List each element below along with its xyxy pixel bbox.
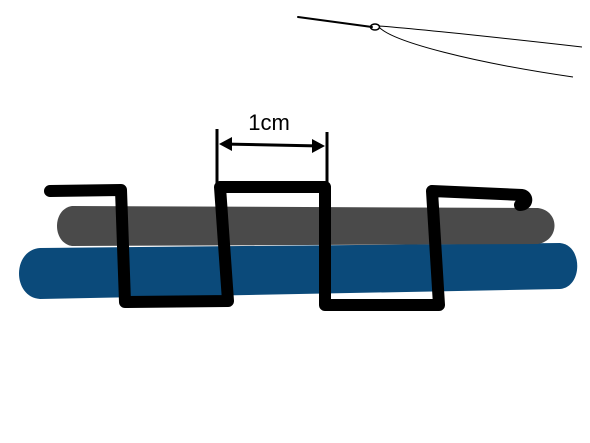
needle-thread-group	[297, 16, 583, 78]
dimension-line	[222, 142, 322, 148]
dimension-arrowhead-right	[312, 139, 325, 153]
needle-icon	[297, 16, 373, 28]
dimension-marker: 1cm	[215, 110, 329, 186]
top-fabric-layer	[57, 206, 555, 246]
thread-tail	[379, 27, 574, 78]
dimension-arrowhead-left	[219, 137, 232, 151]
thread-icon	[378, 25, 583, 48]
dimension-label: 1cm	[248, 110, 290, 135]
bottom-fabric-layer	[19, 243, 578, 299]
needle-eye	[369, 23, 381, 31]
stitch-line	[44, 181, 533, 311]
